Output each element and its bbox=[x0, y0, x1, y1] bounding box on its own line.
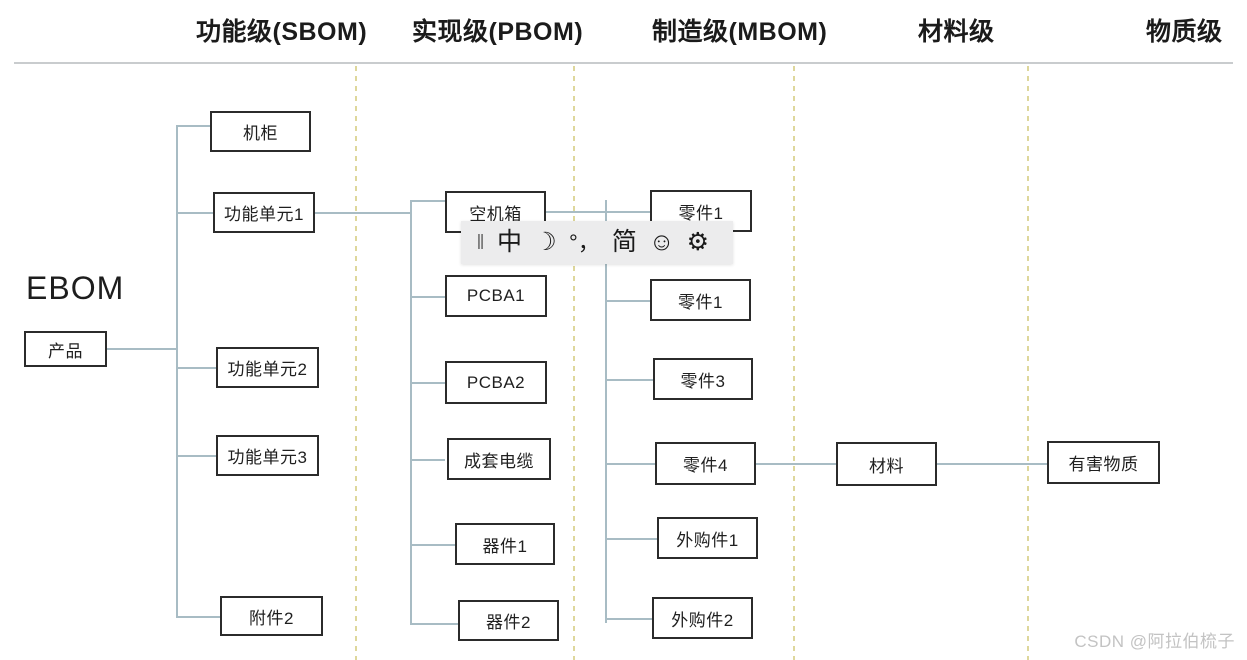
connector-part4-to-material bbox=[756, 463, 836, 465]
column-divider-4 bbox=[1027, 66, 1029, 660]
connector-stub-mbom-6 bbox=[605, 618, 652, 620]
column-divider-2 bbox=[573, 66, 575, 660]
node-part-1b[interactable]: 零件1 bbox=[650, 279, 751, 321]
node-purchased-part-1[interactable]: 外购件1 bbox=[657, 517, 758, 559]
simplified-chinese-toggle[interactable]: 简 bbox=[611, 228, 637, 256]
connector-sbom-trunk bbox=[176, 125, 178, 617]
connector-stub-pbom-2 bbox=[410, 296, 445, 298]
punctuation-toggle[interactable]: °， bbox=[569, 229, 600, 255]
column-divider-3 bbox=[793, 66, 795, 660]
node-function-unit-2[interactable]: 功能单元2 bbox=[216, 347, 319, 388]
node-material[interactable]: 材料 bbox=[836, 442, 937, 486]
connector-stub-sbom-1 bbox=[176, 125, 210, 127]
node-cable-assembly[interactable]: 成套电缆 bbox=[447, 438, 551, 480]
column-header-band bbox=[0, 0, 1247, 62]
connector-mbom-trunk bbox=[605, 200, 607, 623]
ime-floating-toolbar[interactable]: ‖ 中 ☽ °， 简 ☺ ⚙ bbox=[461, 221, 733, 264]
column-header-substance: 物质级 bbox=[1146, 18, 1223, 46]
connector-stub-mbom-5 bbox=[605, 538, 657, 540]
node-device-2[interactable]: 器件2 bbox=[458, 600, 559, 641]
node-accessory-2[interactable]: 附件2 bbox=[220, 596, 323, 636]
node-function-unit-1[interactable]: 功能单元1 bbox=[213, 192, 315, 233]
connector-stub-pbom-4 bbox=[410, 459, 445, 461]
column-header-pbom: 实现级(PBOM) bbox=[412, 18, 584, 46]
node-pcba-2[interactable]: PCBA2 bbox=[445, 361, 547, 404]
connector-chassis-to-mbom-trunk bbox=[546, 211, 606, 213]
connector-stub-sbom-5 bbox=[176, 616, 220, 618]
connector-stub-mbom-2 bbox=[605, 300, 650, 302]
node-part-3[interactable]: 零件3 bbox=[653, 358, 753, 400]
settings-gear-icon[interactable]: ⚙ bbox=[686, 228, 710, 256]
emoji-icon[interactable]: ☺ bbox=[648, 228, 675, 256]
node-part-4[interactable]: 零件4 bbox=[655, 442, 756, 485]
connector-stub-sbom-2 bbox=[176, 212, 214, 214]
chinese-mode-toggle[interactable]: 中 bbox=[497, 228, 523, 256]
connector-stub-pbom-3 bbox=[410, 382, 445, 384]
column-divider-1 bbox=[355, 66, 357, 660]
connector-stub-pbom-6 bbox=[410, 623, 459, 625]
node-hazardous-substance[interactable]: 有害物质 bbox=[1047, 441, 1160, 484]
csdn-watermark: CSDN @阿拉伯梳子 bbox=[1074, 632, 1235, 651]
column-header-material: 材料级 bbox=[918, 18, 995, 46]
node-product[interactable]: 产品 bbox=[24, 331, 107, 367]
connector-stub-pbom-5 bbox=[410, 544, 459, 546]
connector-stub-pbom-1 bbox=[410, 200, 445, 202]
header-divider-rule bbox=[14, 62, 1233, 64]
column-header-mbom: 制造级(MBOM) bbox=[652, 18, 828, 46]
connector-product-to-trunk bbox=[107, 348, 177, 350]
drag-handle-icon[interactable]: ‖ bbox=[476, 231, 484, 254]
node-device-1[interactable]: 器件1 bbox=[455, 523, 555, 565]
node-purchased-part-2[interactable]: 外购件2 bbox=[652, 597, 753, 639]
column-header-sbom: 功能级(SBOM) bbox=[196, 18, 368, 46]
connector-stub-mbom-3 bbox=[605, 379, 653, 381]
ebom-label: EBOM bbox=[26, 270, 125, 306]
moon-icon[interactable]: ☽ bbox=[534, 228, 557, 256]
connector-stub-mbom-4 bbox=[605, 463, 655, 465]
connector-fu1-to-pbom-trunk bbox=[315, 212, 411, 214]
connector-stub-sbom-3 bbox=[176, 367, 216, 369]
node-function-unit-3[interactable]: 功能单元3 bbox=[216, 435, 319, 476]
connector-pbom-trunk bbox=[410, 200, 412, 624]
node-cabinet[interactable]: 机柜 bbox=[210, 111, 311, 152]
connector-stub-sbom-4 bbox=[176, 455, 216, 457]
node-pcba-1[interactable]: PCBA1 bbox=[445, 275, 547, 317]
connector-material-to-substance bbox=[937, 463, 1047, 465]
connector-stub-mbom-1 bbox=[605, 211, 650, 213]
